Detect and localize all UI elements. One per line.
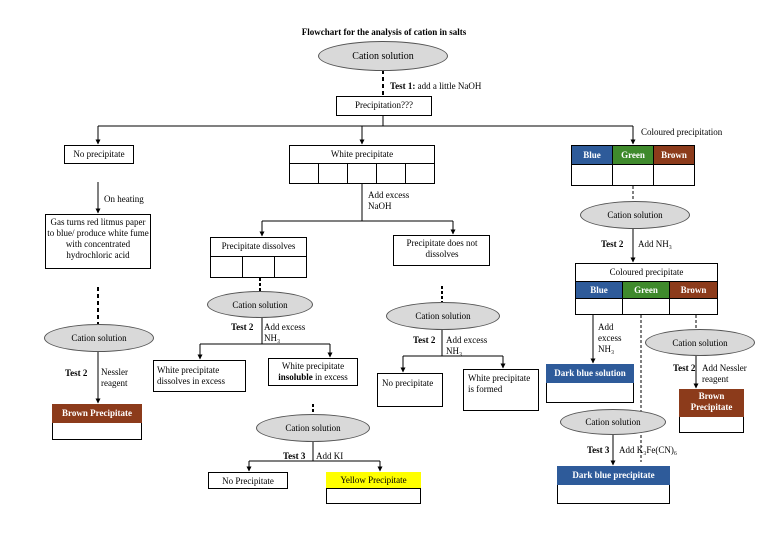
- midright-test2-label: Test 2: [413, 335, 436, 345]
- cation-solution-right3: Cation solution: [645, 329, 755, 356]
- blue-cell-answer: [571, 164, 613, 186]
- midright-add-1: Add excess: [446, 335, 488, 345]
- brown-cell-2: Brown: [669, 281, 718, 299]
- right-brown-precip-label: Brown Precipitate: [679, 389, 744, 417]
- add-excess-nh3-2: excess: [598, 333, 622, 343]
- mid-test2-label: Test 2: [231, 322, 254, 332]
- green-cell: Green: [612, 145, 654, 165]
- white-cell-1: [289, 163, 319, 184]
- mr-white-answer: [463, 410, 539, 433]
- coloured-precipitation-label: Coloured precipitation: [641, 127, 723, 137]
- dissolves-label: Precipitate dissolves: [221, 241, 296, 251]
- nessler-label-1: Nessler: [101, 367, 128, 377]
- cation-solution-midright: Cation solution: [386, 302, 500, 330]
- mr-no-precip-label: No precipitate: [382, 378, 434, 388]
- add-k3-label: Add K₃Fe(CN)₆: [619, 445, 678, 455]
- brown-cell: Brown: [653, 145, 695, 165]
- not-dissolves-answer: [393, 265, 490, 286]
- add-nessler-1: Add Nessler: [702, 363, 747, 373]
- blue-cell: Blue: [571, 145, 613, 165]
- midright-add-2: NH₃: [446, 346, 463, 356]
- on-heating-label: On heating: [104, 194, 144, 204]
- mid-test3-label: Test 3: [283, 451, 306, 461]
- dark-blue-precip-label: Dark blue precipitate: [557, 466, 670, 485]
- brown-cell-2-answer: [669, 298, 718, 315]
- white-cell-3: [347, 163, 377, 184]
- white-cell-4: [376, 163, 406, 184]
- dissolves-cell-2: [242, 256, 275, 278]
- dissolves-excess-label: White precipitate dissolves in excess: [157, 365, 225, 386]
- coloured-precipitate-label: Coloured precipitate: [609, 267, 684, 277]
- cation-solution-left: Cation solution: [44, 324, 154, 352]
- not-dissolves-label: Precipitate does not dissolves: [406, 238, 478, 259]
- gas-answer: [45, 268, 151, 287]
- mr-no-precip-answer: [377, 406, 443, 429]
- mr-white-label: White precipitate is formed: [468, 373, 531, 394]
- dissolves-cell-1: [210, 256, 243, 278]
- test1-label: Test 1: add a little NaOH: [390, 81, 482, 91]
- no-precipitate-answer: [64, 163, 134, 181]
- nessler-label-2: reagent: [101, 378, 128, 388]
- yellow-precip-label: Yellow Precipitate: [326, 472, 421, 489]
- green-cell-answer: [612, 164, 654, 186]
- white-precipitate-label: White precipitate: [330, 149, 394, 159]
- blue-cell-2: Blue: [575, 281, 623, 299]
- add-nessler-2: reagent: [702, 374, 729, 384]
- dissolves-excess-answer: [153, 391, 246, 415]
- white-cell-2: [318, 163, 348, 184]
- brown-cell-answer: [653, 164, 695, 186]
- add-excess-nh3-3: NH₃: [598, 344, 615, 354]
- cation-solution-top: Cation solution: [318, 41, 448, 71]
- white-cell-5: [405, 163, 435, 184]
- dark-blue-solution-label: Dark blue solution: [546, 364, 634, 383]
- dissolves-cell-3: [274, 256, 307, 278]
- diagram-title: Flowchart for the analysis of cation in …: [301, 27, 467, 37]
- right-test3-label: Test 3: [587, 445, 610, 455]
- mid-add-nh3-2: NH₃: [264, 333, 281, 343]
- cation-solution-mid1: Cation solution: [207, 291, 313, 318]
- cation-solution-mid2: Cation solution: [256, 414, 370, 442]
- cation-solution-right1: Cation solution: [580, 201, 690, 229]
- green-cell-2: Green: [622, 281, 670, 299]
- add-excess-nh3-1: Add: [598, 322, 614, 332]
- left-test2-label: Test 2: [65, 368, 88, 378]
- precipitation-box: [336, 96, 432, 116]
- cation-solution-right2: Cation solution: [560, 409, 666, 435]
- brown-test2-label: Test 2: [673, 363, 696, 373]
- no-precip-ki-answer: [208, 488, 288, 504]
- insoluble-answer: [268, 385, 358, 404]
- gas-text: Gas turns red litmus paper to blue/ prod…: [47, 217, 149, 260]
- add-ki-label: Add KI: [316, 451, 344, 461]
- mid-add-nh3-1: Add excess: [264, 322, 306, 332]
- brown-precipitate-label: Brown Precipitate: [52, 404, 142, 423]
- no-precipitate-label: No precipitate: [73, 149, 125, 159]
- precipitation-label: Precipitation???: [355, 100, 413, 110]
- blue-cell-2-answer: [575, 298, 623, 315]
- green-cell-2-answer: [622, 298, 670, 315]
- no-precip-ki-label: No Precipitate: [222, 476, 274, 486]
- add-excess-naoh-1: Add excess: [368, 190, 410, 200]
- add-excess-naoh-2: NaOH: [368, 201, 392, 211]
- right-test2-label: Test 2: [601, 239, 624, 249]
- right-add-nh3: Add NH₃: [638, 239, 672, 249]
